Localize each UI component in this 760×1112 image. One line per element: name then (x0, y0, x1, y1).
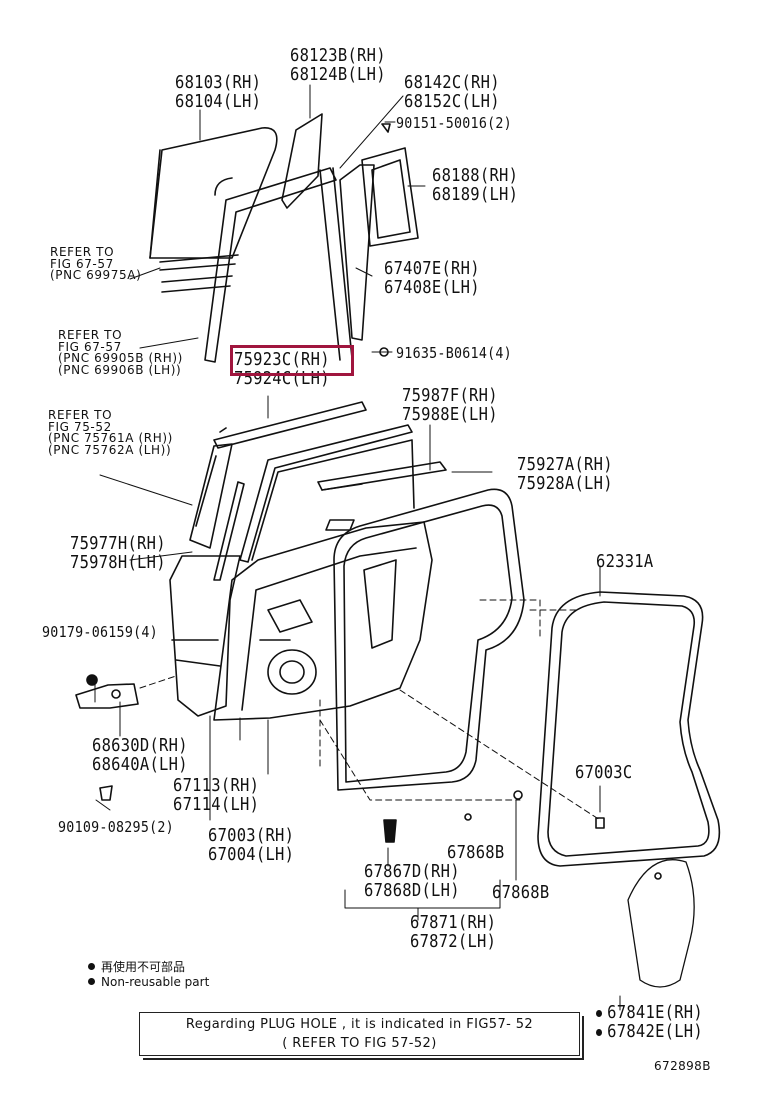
door-garnish (189, 443, 245, 581)
callout-91635: 91635-B0614(4) (396, 344, 512, 362)
note-shadow (143, 1016, 584, 1060)
callout-90109: 90109-08295(2) (58, 818, 174, 836)
callout-67868b-2: 67868B (492, 882, 550, 903)
door-inner-panel (213, 483, 433, 721)
callout-90151: 90151-50016(2) (396, 114, 512, 132)
hole-seal-fastener (654, 872, 662, 880)
callout-67871: 67871(RH)67872(LH) (410, 912, 497, 952)
callout-68188: 68188(RH)68189(LH) (432, 165, 519, 205)
callout-67868b-1: 67868B (447, 842, 505, 863)
callout-67867d: 67867D(RH)67868D(LH) (364, 861, 460, 901)
hole-seal (627, 859, 695, 988)
plug-hole-note: Regarding PLUG HOLE , it is indicated in… (139, 1012, 580, 1056)
callout-67003: 67003(RH)67004(LH) (208, 825, 295, 865)
phantom-lines (139, 599, 601, 821)
door-glass (149, 127, 278, 259)
callout-67407e: 67407E(RH)67408E(LH) (384, 258, 480, 298)
non-reusable-dot (596, 1029, 603, 1036)
callout-68142c: 68142C(RH)68152C(LH) (404, 72, 500, 112)
clip-parts (379, 123, 605, 843)
legend-english: Non-reusable part (88, 975, 209, 989)
quarter-glass (361, 147, 419, 247)
callout-75987f: 75987F(RH)75988E(LH) (402, 385, 498, 425)
legend-dot (88, 978, 95, 985)
callout-67841e: 67841E(RH) 67842E(LH) (596, 1003, 703, 1041)
door-weatherstrip (333, 488, 525, 791)
window-moulding-2 (251, 439, 415, 561)
callout-62331a: 62331A (596, 551, 654, 572)
callout-67113: 67113(RH)67114(LH) (173, 775, 260, 815)
callout-90179: 90179-06159(4) (42, 623, 158, 641)
callout-67003c: 67003C (575, 762, 633, 783)
opening-seal (537, 591, 721, 867)
callout-68103: 68103(RH)68104(LH) (175, 72, 262, 112)
callout-75977h: 75977H(RH)75978H(LH) (70, 533, 166, 573)
side-strip (317, 461, 447, 491)
window-moulding (239, 424, 413, 563)
glass-run-piece (281, 113, 323, 209)
rear-channel (339, 164, 375, 341)
callout-75927a: 75927A(RH)75928A(LH) (517, 454, 613, 494)
bracket-lines (94, 565, 621, 1011)
legend-japanese: 再使用不可部品 (88, 958, 185, 975)
legend-dot (88, 963, 95, 970)
lower-strips (159, 254, 239, 293)
callout-68630d: 68630D(RH)68640A(LH) (92, 735, 188, 775)
door-outer-panel (169, 555, 241, 717)
door-weatherstrip-inner (343, 504, 513, 783)
diagram-id: 672898B (654, 1059, 711, 1073)
callout-68123b: 68123B(RH)68124B(LH) (290, 45, 386, 85)
non-reusable-dot (596, 1010, 603, 1017)
leader-lines-top (99, 84, 493, 561)
door-frame-channel (204, 167, 353, 363)
highlight-box (230, 345, 354, 376)
